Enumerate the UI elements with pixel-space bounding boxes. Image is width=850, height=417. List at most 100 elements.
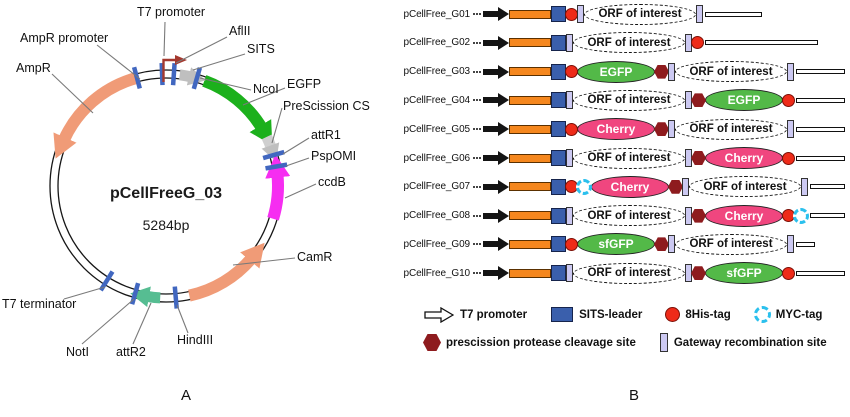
pspomi-site-tick — [265, 162, 288, 171]
gateway-recombination-site-bar — [787, 120, 794, 139]
legend-label: prescission protease cleavage site — [446, 336, 636, 349]
ampr-gene-arc — [53, 72, 137, 159]
label-connector — [473, 157, 481, 159]
prescission-cs-label: PreScission CS — [283, 99, 370, 113]
construct-name: pCellFree_G05 — [403, 123, 470, 135]
fluorescent-protein-ellipse: sfGFP — [705, 262, 783, 285]
construct-row: pCellFree_G01 ORF of interest — [378, 1, 762, 27]
sits-leader-box — [551, 6, 566, 22]
his-tag-dot — [782, 266, 795, 280]
fluorescent-protein-ellipse: sfGFP — [577, 233, 655, 256]
sits-leader-box — [551, 307, 574, 322]
fluorescent-protein-ellipse: Cherry — [705, 147, 783, 169]
ampr-label: AmpR — [16, 61, 51, 75]
construct-name: pCellFree_G03 — [403, 66, 470, 78]
hindiii-label: HindIII — [177, 333, 213, 347]
gateway-recombination-site-bar — [801, 177, 808, 196]
t7-terminator-label: T7 terminator — [2, 297, 76, 311]
leader-sequence-bar — [509, 153, 551, 163]
sits-leader-box — [551, 207, 566, 224]
legend-item: SITS-leader — [551, 307, 642, 322]
construct-name: pCellFree_G04 — [403, 94, 470, 106]
gateway-recombination-site-bar — [566, 33, 573, 52]
protease-cleavage-site-hexagon — [668, 179, 683, 194]
noti-label: NotI — [66, 345, 89, 359]
orf-ellipse: ORF of interest — [573, 205, 685, 227]
protease-cleavage-site-hexagon — [423, 334, 441, 351]
t7-promoter-arrow — [483, 64, 509, 80]
egfp-gene-arc — [202, 75, 273, 146]
t7-promoter-arrow — [483, 179, 509, 195]
construct-name: pCellFree_G09 — [403, 238, 470, 250]
leader-sequence-bar — [509, 67, 551, 77]
gateway-recombination-site-bar — [566, 206, 573, 225]
plasmid-map: T7 promoter AmpR promoter AmpR AflII SIT… — [2, 5, 370, 359]
t7-promoter-arrow — [483, 150, 509, 166]
label-connector — [473, 214, 481, 217]
construct-name: pCellFree_G01 — [403, 8, 470, 20]
his-tag-dot — [782, 151, 795, 165]
leader-sequence-bar — [509, 95, 551, 105]
backbone-line — [796, 69, 845, 75]
backbone-line — [705, 40, 818, 46]
gateway-recombination-site-bar — [787, 62, 794, 81]
fluorescent-protein-ellipse: Cherry — [591, 175, 669, 198]
sits-leader-box — [551, 265, 566, 282]
construct-name: pCellFree_G08 — [403, 210, 470, 222]
hindiii-site-tick — [172, 286, 179, 309]
gateway-recombination-site-bar — [668, 62, 675, 81]
noti-site-tick — [129, 282, 141, 305]
gateway-recombination-site-bar — [668, 120, 675, 139]
legend-label: Gateway recombination site — [673, 336, 827, 349]
pspomi-label: PspOMI — [311, 149, 356, 163]
ncoi-site-tick — [191, 67, 203, 90]
protease-cleavage-site-hexagon — [654, 122, 669, 137]
sits-leader-box — [551, 121, 566, 138]
t7-promoter-arrow — [483, 236, 509, 252]
t7-promoter-arrow — [483, 265, 509, 281]
his-tag-dot — [565, 237, 578, 251]
gateway-recombination-site-bar — [566, 149, 573, 167]
sits-leader-box — [551, 150, 566, 166]
sits-leader-box — [551, 236, 566, 253]
gateway-recombination-site-bar — [566, 264, 573, 283]
sits-leader-arc — [178, 67, 206, 86]
sits-leader-box — [551, 34, 566, 51]
backbone-line — [796, 126, 845, 132]
protease-cleavage-site-hexagon — [654, 237, 669, 252]
backbone-line — [810, 184, 845, 190]
t7-promoter-arrow — [483, 121, 509, 137]
ccdb-label: ccdB — [318, 175, 346, 189]
attr2-label: attR2 — [116, 345, 146, 359]
label-leader-lines — [51, 21, 317, 345]
gateway-recombination-site-bar — [659, 333, 668, 352]
t7-promoter-bent-arrow-icon — [162, 55, 187, 82]
ampr-promoter-tick — [131, 66, 142, 89]
fluorescent-protein-ellipse: EGFP — [705, 89, 783, 112]
protease-cleavage-site-hexagon — [691, 93, 706, 108]
backbone-line — [705, 11, 762, 17]
protease-cleavage-site-hexagon — [691, 151, 706, 165]
leader-sequence-bar — [509, 239, 551, 249]
label-connector — [473, 99, 481, 102]
his-tag-dot — [565, 65, 578, 79]
backbone-line — [796, 97, 845, 103]
orf-ellipse: ORF of interest — [584, 3, 696, 25]
backbone-line — [796, 155, 845, 161]
his-tag-dot — [565, 122, 578, 136]
camr-label: CamR — [297, 250, 332, 264]
myc-tag-ring — [753, 306, 771, 323]
myc-tag-ring — [576, 178, 592, 195]
t7-promoter-label: T7 promoter — [137, 5, 205, 19]
attr2-site-arc — [130, 286, 161, 308]
plasmid-name: pCellFreeG_03 — [110, 185, 222, 202]
orf-ellipse: ORF of interest — [573, 262, 685, 284]
legend-label: T7 promoter — [460, 308, 528, 321]
